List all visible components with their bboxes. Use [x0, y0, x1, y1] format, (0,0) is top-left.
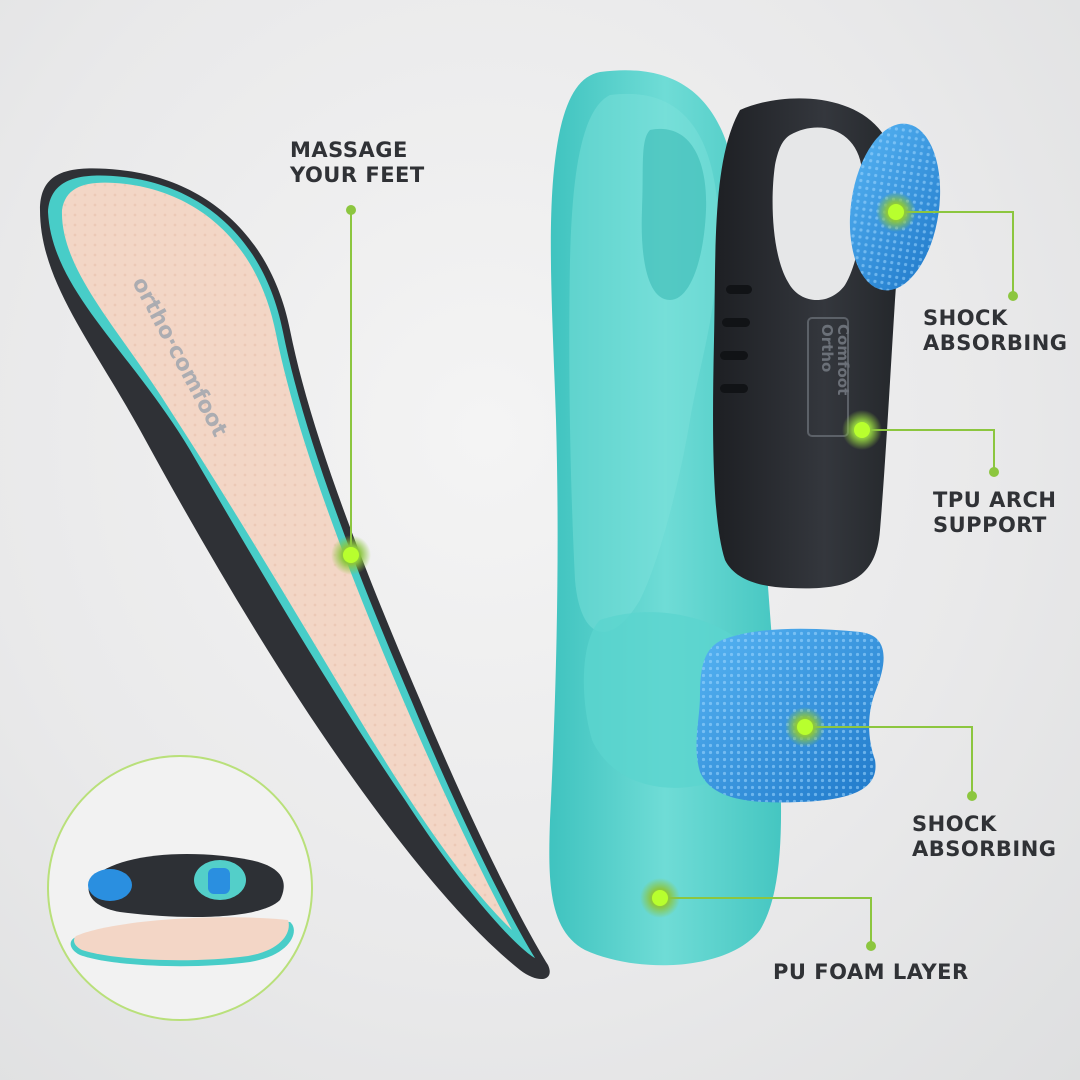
callout-massage-your-feet: MASSAGE YOUR FEET [290, 138, 425, 188]
callout-massage-line-1: MASSAGE [290, 138, 408, 162]
callout-massage-line-2: YOUR FEET [290, 163, 425, 187]
brand-line-1: Ortho [818, 324, 836, 372]
arch-vent-slots [720, 285, 752, 393]
callout-tpu-line-2: SUPPORT [933, 513, 1047, 537]
callout-shock-absorbing-heel: SHOCK ABSORBING [923, 306, 1068, 356]
callout-shock-top-line-2: ABSORBING [923, 331, 1068, 355]
inset-product-view [47, 755, 313, 1021]
brand-line-2: Comfoot [834, 324, 852, 395]
callout-glow-points [331, 192, 916, 918]
callout-shock-absorbing-forefoot: SHOCK ABSORBING [912, 812, 1057, 862]
callout-shock-top-line-1: SHOCK [923, 306, 1008, 330]
callout-tpu-line-1: TPU ARCH [933, 488, 1057, 512]
callout-shock-bottom-line-2: ABSORBING [912, 837, 1057, 861]
callout-shock-bottom-line-1: SHOCK [912, 812, 997, 836]
callout-lines [350, 210, 1014, 946]
callout-dots [346, 205, 1018, 951]
top-cover-insole: ortho·comfoot [40, 168, 550, 980]
callout-tpu-arch-support: TPU ARCH SUPPORT [933, 488, 1057, 538]
callout-pu-foam-layer: PU FOAM LAYER [773, 960, 969, 985]
callout-pu-line-1: PU FOAM LAYER [773, 960, 969, 984]
brand-mark: Ortho Comfoot [807, 317, 852, 437]
